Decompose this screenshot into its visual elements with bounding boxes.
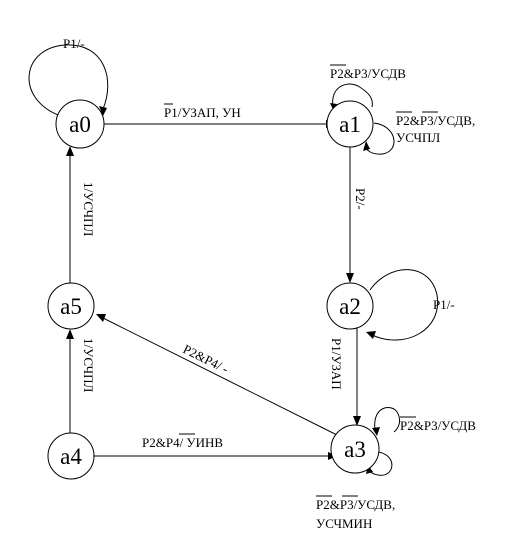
edge-a3-a5-arrowhead — [96, 314, 106, 322]
state-a1: a1 — [326, 100, 374, 148]
label-a3-a3-lower-line2: УСЧМИН — [316, 516, 372, 531]
edge-a0-a1 — [104, 120, 335, 128]
label-a0-a1: P1/УЗАП, УН — [164, 105, 241, 120]
label-a3-a3-upper: P2&P3/УСДВ — [400, 418, 476, 433]
state-a4-label: a4 — [60, 444, 82, 469]
state-a3-label: a3 — [344, 437, 366, 462]
label-a1-a2: P2/- — [353, 188, 368, 210]
state-a0-label: a0 — [69, 112, 91, 137]
edge-a1-a1-lower — [363, 122, 395, 155]
edge-a4-a3 — [94, 452, 337, 460]
edge-a2-a3 — [353, 327, 361, 426]
state-a3: a3 — [330, 424, 380, 474]
label-a4-a5: 1/УСЧПЛ — [81, 338, 96, 393]
edge-a1-a1-lower-line — [364, 122, 395, 155]
edge-a3-a5 — [96, 314, 340, 437]
edge-a4-a5 — [66, 329, 74, 435]
label-a2-a3: P1/УЗАП — [329, 338, 344, 390]
state-a3-circle — [330, 424, 380, 474]
edge-a2-a2-arrowhead — [366, 331, 376, 339]
edge-a3-a5-line — [102, 317, 340, 437]
edge-a2-a3-arrowhead — [353, 416, 361, 426]
label-a5-a0: 1/УСЧПЛ — [81, 182, 96, 237]
edge-a4-a5-arrowhead — [66, 329, 74, 339]
state-a1-circle — [326, 100, 374, 148]
edge-a2-a2 — [366, 269, 439, 341]
label-a1-a1-lower-line2: УСЧПЛ — [396, 130, 440, 145]
edge-a3-a3-upper-line — [374, 407, 401, 433]
edge-a0-a0-line — [28, 44, 109, 116]
label-a4-a3: P2&P4/ УИНВ — [142, 435, 223, 450]
label-a2-a2: P1/- — [433, 297, 455, 312]
state-a0: a0 — [55, 99, 105, 149]
label-a3-a5: P2&P4/ - — [181, 341, 231, 376]
state-a2-label: a2 — [339, 294, 361, 319]
label-a0-a0: P1/- — [63, 36, 85, 51]
state-a5-label: a5 — [60, 294, 82, 319]
edge-a5-a0 — [66, 146, 74, 283]
edge-a3-a3-upper — [372, 407, 401, 436]
edge-a2-a2-line — [369, 269, 439, 341]
state-a0-circle — [55, 99, 105, 149]
label-a3-a3-lower-line1: P2&P3/УСДВ, — [316, 497, 395, 512]
state-a4: a4 — [47, 432, 95, 480]
edge-a0-a0 — [28, 44, 109, 116]
state-a5-circle — [47, 282, 95, 330]
edge-a1-a2 — [346, 146, 354, 283]
label-a1-a1-lower-line1: P2&P3/УСДВ, — [396, 113, 475, 128]
edge-a1-a1-lower-arrowhead — [363, 141, 370, 151]
state-a5: a5 — [47, 282, 95, 330]
edge-a1-a1-upper-line — [332, 83, 373, 108]
state-a2-circle — [326, 282, 374, 330]
edge-a3-a3-upper-arrowhead — [372, 427, 380, 436]
edge-a0-a0-arrowhead — [99, 106, 107, 116]
label-a1-a1-upper: P2&P3/УСДВ — [330, 66, 406, 81]
edge-a1-a2-arrowhead — [346, 273, 354, 283]
state-a1-label: a1 — [339, 112, 361, 137]
state-a4-circle — [47, 432, 95, 480]
state-a2: a2 — [326, 282, 374, 330]
edge-a5-a0-arrowhead — [66, 146, 74, 156]
